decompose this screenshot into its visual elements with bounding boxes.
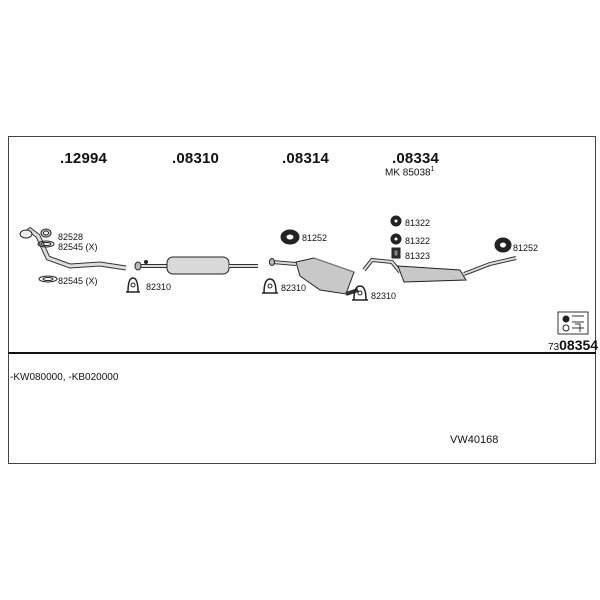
label-82310-1: 82310 [146,282,172,292]
label-82545-2: 82545 (X) [58,276,98,286]
section-divider [8,352,596,354]
rubber-hanger-icon-2 [494,237,512,253]
gasket-icon [40,228,52,238]
rear-muffler-drawing [362,256,517,283]
part-number-2: .08310 [172,150,220,167]
label-82310-3: 82310 [371,291,397,301]
bracket-icon [391,247,401,259]
label-82528: 82528 [58,232,84,242]
rubber-mount-icon-1 [390,215,402,227]
label-81323: 81323 [405,251,431,261]
mounting-kit-label: MK 850381 [385,166,435,179]
part-number-1: .12994 [60,150,108,167]
clamp-icon-2 [262,278,278,294]
label-81322-2: 81322 [405,236,431,246]
clamp-icon-3 [352,285,368,301]
spring-clamp-icon [37,240,55,248]
mounting-kit-icon [557,311,589,335]
center-silencer-drawing [134,256,258,275]
label-82545-1: 82545 (X) [58,242,98,252]
label-82310-2: 82310 [281,283,307,293]
kit-number: 7308354 [548,337,599,353]
reference-code: VW40168 [450,434,499,446]
notes-text: -KW080000, -KB020000 [10,372,119,383]
part-number-4: .08334 [392,150,440,167]
label-81252-1: 81252 [302,233,328,243]
middle-muffler-drawing [269,257,359,296]
diagram-frame [8,136,596,464]
label-81322-1: 81322 [405,218,431,228]
clamp-icon-1 [126,277,140,293]
part-number-3: .08314 [282,150,330,167]
label-81252-2: 81252 [513,243,539,253]
spring-clamp-icon-2 [38,275,58,283]
front-pipe-drawing [19,226,127,271]
rubber-mount-icon-2 [390,233,402,245]
rubber-hanger-icon-1 [280,229,300,245]
